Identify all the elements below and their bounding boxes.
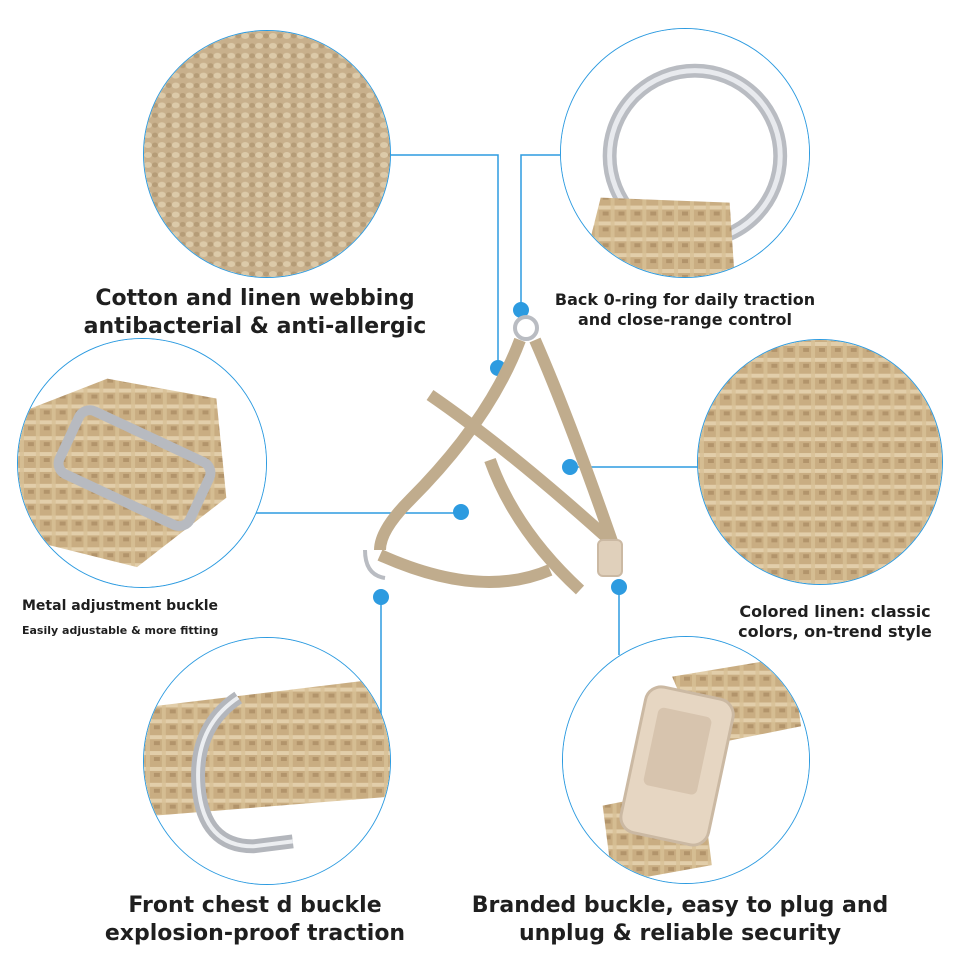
linen-title: Colored linen: classic (739, 602, 931, 621)
o-ring-closeup (560, 28, 810, 278)
o-ring-label: Back 0-ring for daily traction and close… (525, 290, 845, 330)
adjust-subtitle: Easily adjustable & more fitting (22, 623, 219, 637)
branded-label: Branded buckle, easy to plug and unplug … (455, 892, 905, 947)
branded-subtitle: unplug & reliable security (518, 920, 842, 946)
webbing-label: Cotton and linen webbing antibacterial &… (60, 285, 450, 340)
d-buckle-label: Front chest d buckle explosion-proof tra… (70, 892, 440, 947)
dot-linen (562, 459, 578, 475)
linen-subtitle: colors, on-trend style (738, 622, 932, 641)
dot-branded (611, 579, 627, 595)
branded-title: Branded buckle, easy to plug and (471, 893, 889, 918)
d-buckle-subtitle: explosion-proof traction (104, 920, 406, 946)
dot-adjust (453, 504, 469, 520)
d-buckle-title: Front chest d buckle (128, 893, 382, 918)
dot-o-ring (513, 302, 529, 318)
adjust-label: Metal adjustment buckle Easily adjustabl… (22, 598, 282, 637)
linen-label: Colored linen: classic colors, on-trend … (715, 602, 955, 642)
d-buckle-closeup (143, 637, 391, 885)
webbing-closeup (143, 30, 391, 278)
dot-d-buckle (373, 589, 389, 605)
o-ring-subtitle: and close-range control (577, 310, 793, 329)
o-ring-title: Back 0-ring for daily traction (554, 290, 816, 309)
adjust-title: Metal adjustment buckle (22, 598, 219, 614)
webbing-title: Cotton and linen webbing (95, 286, 415, 311)
adjustment-buckle-closeup (17, 338, 267, 588)
harness-image (363, 315, 623, 595)
webbing-subtitle: antibacterial & anti-allergic (83, 313, 427, 339)
linen-closeup (697, 339, 943, 585)
branded-buckle-closeup (562, 636, 810, 884)
